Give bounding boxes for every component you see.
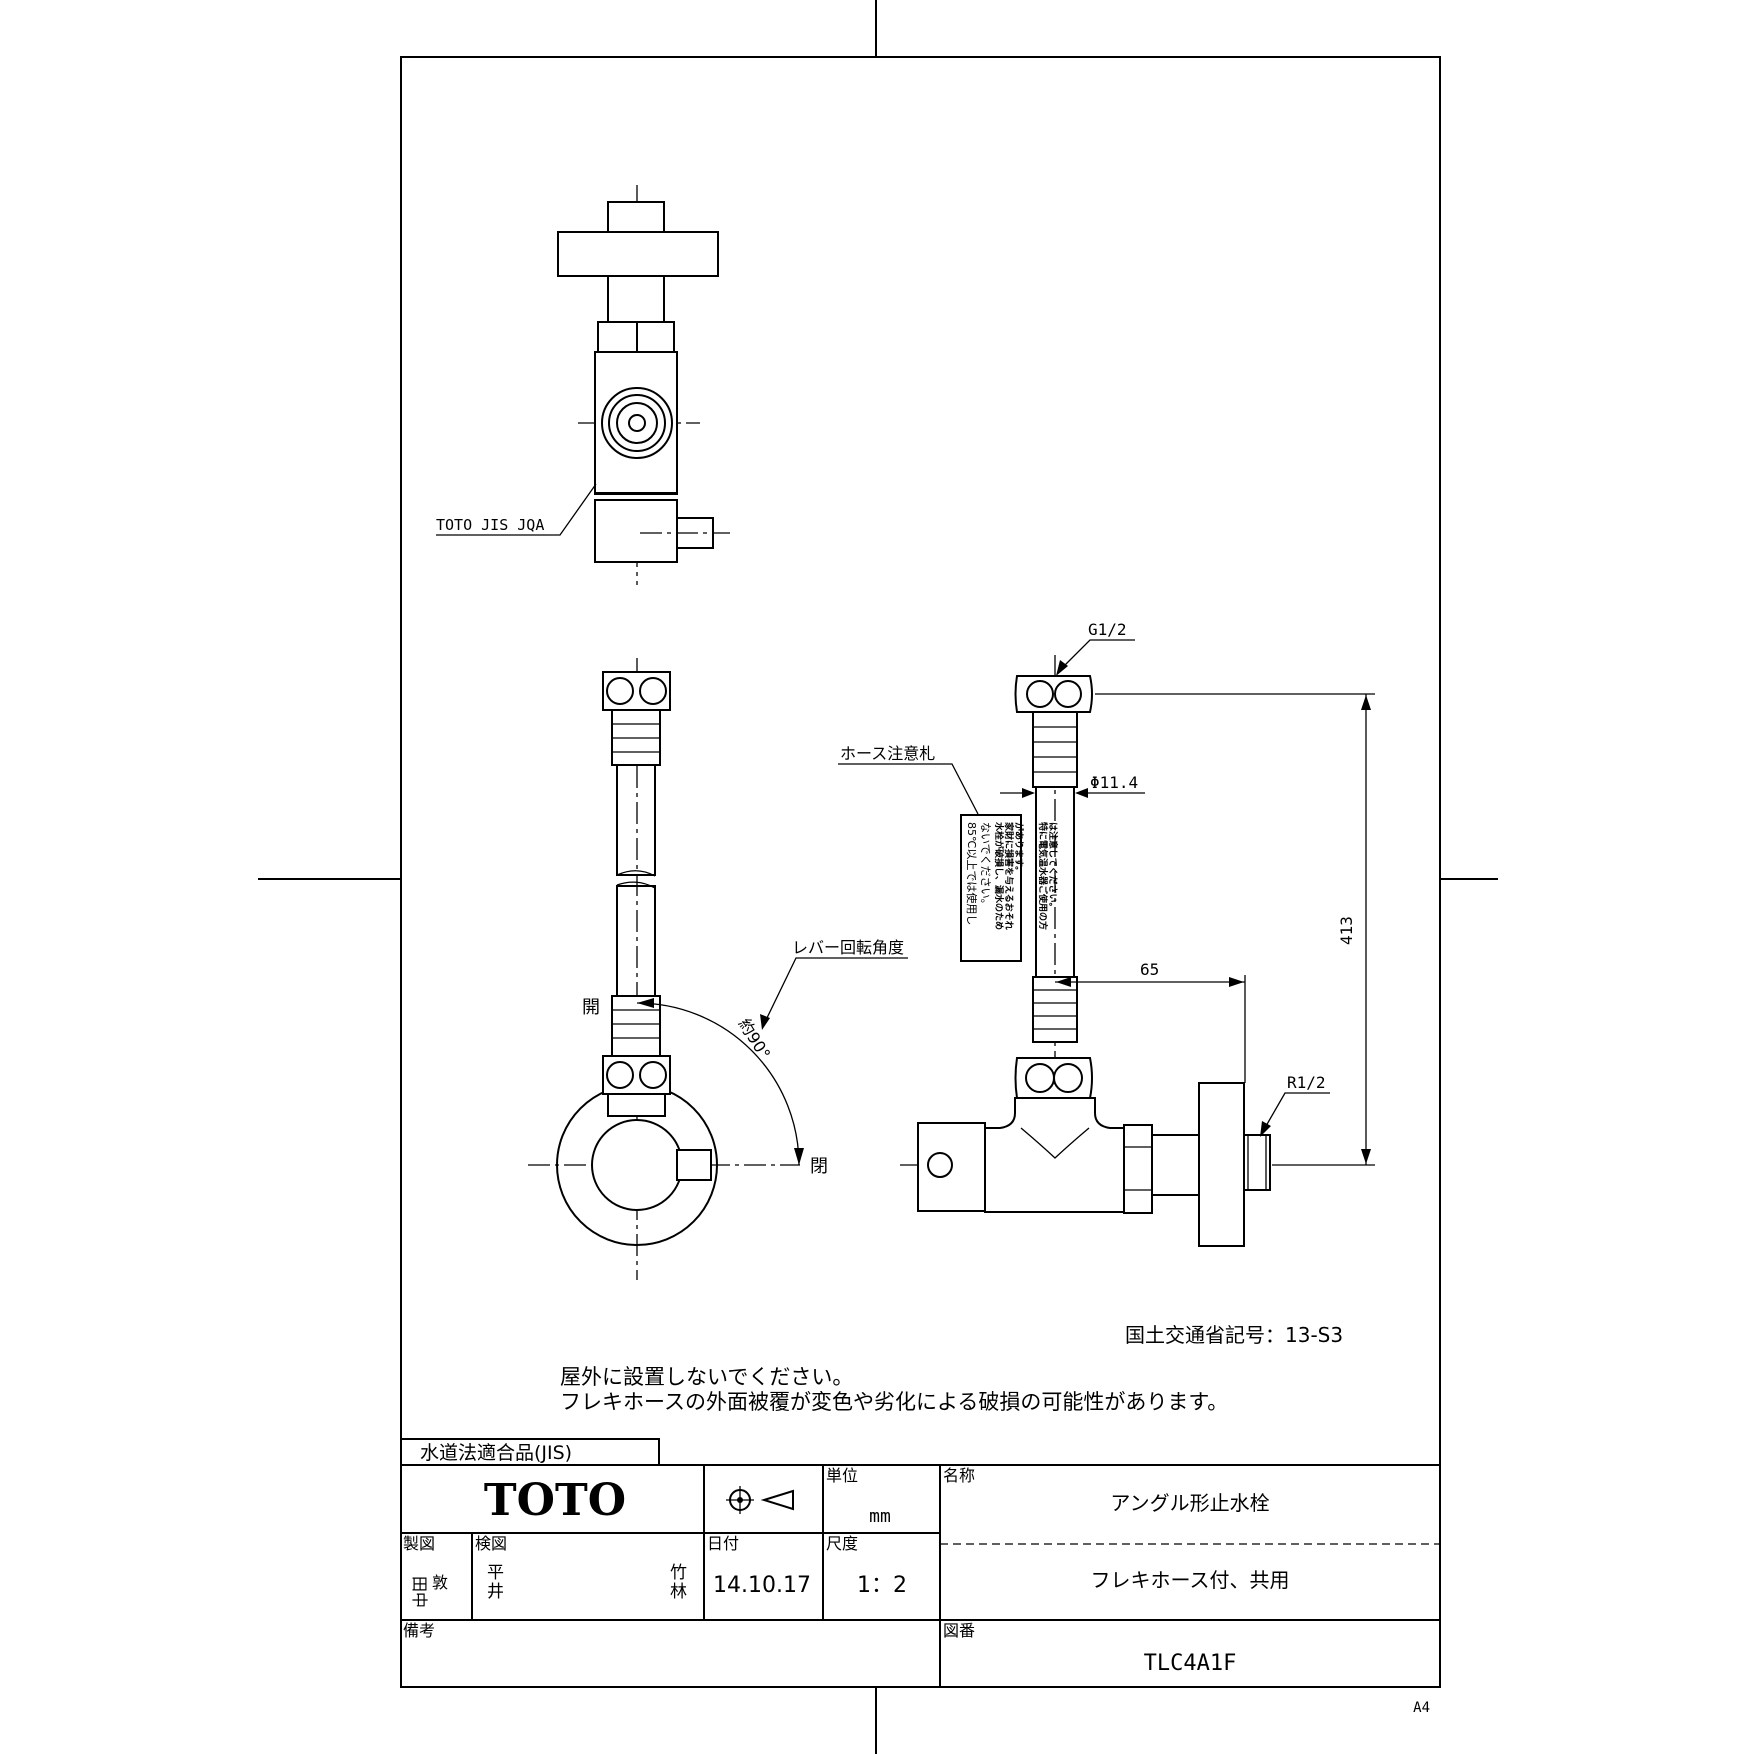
thread-top-label: G1/2: [1088, 620, 1127, 639]
lever-angle-label: レバー回転角度: [792, 938, 904, 957]
product-name: アングル形止水栓: [1110, 1491, 1269, 1515]
hose-tag-line-6: 特に電気温水器ご使用の方: [1037, 822, 1049, 930]
drawn-by-line-1: 田中: [410, 1576, 429, 1608]
side-view: 85℃以上では使用し ないでください。 水栓が破損し、漏水のため 家財に損害を与…: [838, 620, 1375, 1247]
thread-bottom-label: R1/2: [1287, 1073, 1326, 1092]
drawing-no-label: 図番: [943, 1621, 975, 1640]
hose-tag-line-2: ないでください。: [979, 822, 992, 910]
scale-label: 尺度: [826, 1534, 858, 1553]
paper-size: A4: [1413, 1700, 1430, 1716]
title-block: 水道法適合品(JIS) TOTO 単位 mm 名称 アングル形止水栓 フレキホー…: [400, 1438, 1440, 1687]
hose-tag-line-1: 85℃以上では使用し: [965, 822, 978, 925]
ministry-code: 国土交通省記号：13-S3: [1125, 1323, 1343, 1347]
brand-logo: TOTO: [484, 1475, 626, 1526]
checked-by-2b: 林: [670, 1582, 687, 1602]
projection-symbol: [726, 1486, 794, 1514]
unit-label: 単位: [826, 1466, 858, 1485]
hose-diameter-label: Φ11.4: [1090, 773, 1138, 792]
height-dimension: 413: [1337, 916, 1356, 945]
offset-dimension: 65: [1140, 960, 1159, 979]
hose-tag-label: ホース注意札: [840, 744, 935, 763]
checked-label: 検図: [475, 1534, 507, 1553]
hose-tag-line-3: 水栓が破損し、漏水のため: [993, 822, 1005, 930]
compliance-label: 水道法適合品(JIS): [420, 1442, 572, 1464]
closed-label: 閉: [810, 1156, 828, 1177]
top-view: TOTO JIS JQA: [436, 185, 730, 585]
drawn-by-line-2: 敦: [432, 1573, 448, 1592]
hose-tag-line-4: 家財に損害を与えるおそれ: [1003, 822, 1015, 930]
drawing-number: TLC4A1F: [1144, 1651, 1237, 1676]
open-label: 開: [582, 997, 600, 1018]
date-value: 14.10.17: [713, 1573, 811, 1598]
angle-value-label: 約90°: [735, 1015, 775, 1063]
marking-label: TOTO JIS JQA: [436, 516, 544, 534]
unit-value: mm: [869, 1506, 891, 1527]
checked-by-1b: 井: [487, 1582, 504, 1602]
date-label: 日付: [707, 1534, 739, 1553]
remarks-label: 備考: [403, 1621, 435, 1640]
caution-line-1: 屋外に設置しないでください。: [560, 1365, 853, 1389]
caution-line-2: フレキホースの外面被覆が変色や劣化による破損の可能性があります。: [560, 1390, 1228, 1414]
hose-warning-tag: [960, 814, 1022, 962]
name-label: 名称: [943, 1466, 975, 1485]
scale-value: 1：2: [857, 1573, 907, 1598]
checked-by-2a: 竹: [670, 1563, 687, 1583]
hose-tag-line-5: があります。: [1013, 822, 1025, 875]
drawn-label: 製図: [403, 1534, 435, 1553]
product-subtitle: フレキホース付、共用: [1091, 1568, 1290, 1592]
checked-by-1a: 平: [487, 1563, 504, 1583]
hose-tag-line-7: は注意してください。: [1047, 822, 1059, 911]
sheet-frame: [258, 0, 1498, 1754]
